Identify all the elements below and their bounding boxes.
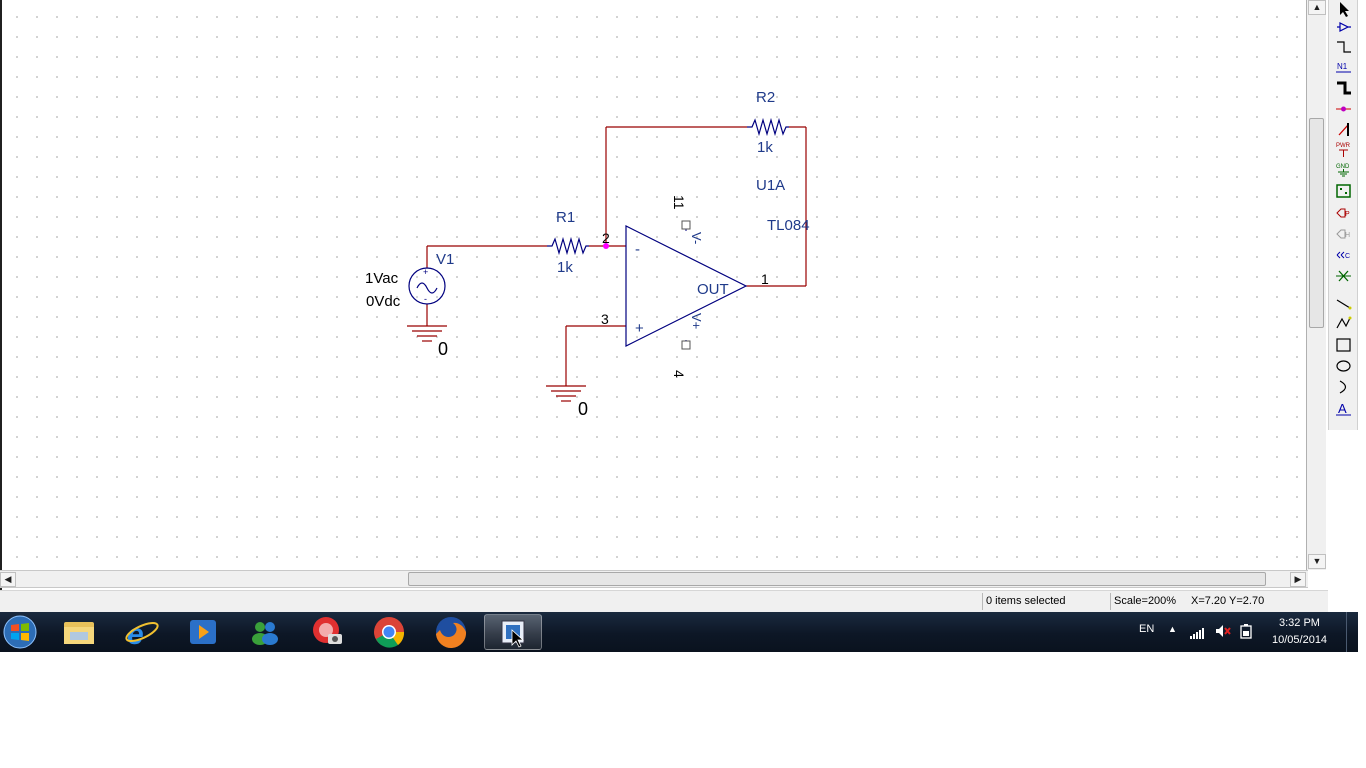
show-desktop-button[interactable] [1346, 612, 1358, 652]
schematic-canvas[interactable]: + - R2 1k R1 1k U1A TL084 OUT - + V- V+ … [0, 0, 1306, 568]
u1-model-label[interactable]: TL084 [767, 217, 810, 234]
battery-icon[interactable] [1239, 623, 1253, 644]
pin-4-label: 4 [671, 370, 687, 378]
horizontal-scroll-thumb[interactable] [408, 572, 1266, 586]
firefox-icon[interactable] [422, 614, 480, 650]
u1-noninv-sign: + [635, 320, 644, 337]
opamp-vneg-pin-box[interactable] [681, 220, 691, 230]
resistor-r1-symbol[interactable] [547, 236, 589, 256]
u1-out-label: OUT [697, 281, 729, 298]
place-line-icon[interactable] [1333, 294, 1354, 312]
svg-text:N1: N1 [1337, 62, 1348, 71]
place-wire-icon[interactable] [1333, 38, 1354, 56]
vertical-scroll-thumb[interactable] [1309, 118, 1324, 328]
file-explorer-icon[interactable] [50, 614, 108, 650]
svg-text:PWR: PWR [1336, 143, 1351, 149]
place-arc-icon[interactable] [1333, 378, 1354, 396]
power-icon[interactable]: PWR [1333, 140, 1354, 158]
language-indicator[interactable]: EN [1139, 623, 1155, 635]
r2-value-label[interactable]: 1k [757, 139, 773, 156]
ground-symbol-opamp[interactable] [546, 385, 586, 402]
svg-text:P: P [1345, 211, 1350, 218]
scroll-up-arrow-icon[interactable]: ▲ [1308, 0, 1326, 15]
u1-vneg-label: V- [689, 232, 704, 244]
canvas-border [0, 0, 2, 590]
internet-explorer-icon[interactable]: e [112, 614, 170, 651]
pin-1-label: 1 [761, 271, 769, 287]
ground-icon[interactable]: GND [1333, 161, 1354, 179]
select-pointer-icon[interactable] [1333, 0, 1354, 18]
r1-value-label[interactable]: 1k [557, 259, 573, 276]
volume-muted-icon[interactable] [1215, 624, 1231, 643]
hierarchical-port-icon[interactable]: P [1333, 204, 1354, 222]
svg-text:GND: GND [1336, 164, 1350, 170]
orcad-capture-icon[interactable] [484, 614, 542, 650]
pin-2-label: 2 [602, 230, 610, 246]
u1-vpos-label: V+ [689, 313, 704, 329]
pin-3-label: 3 [601, 311, 609, 327]
pin-11-label: 11 [671, 195, 687, 210]
svg-text:C: C [1345, 253, 1350, 260]
junction-icon[interactable] [1333, 100, 1354, 118]
place-ellipse-icon[interactable] [1333, 357, 1354, 375]
svg-text:H: H [1345, 232, 1350, 239]
show-hidden-icons-icon[interactable]: ▲ [1168, 624, 1177, 634]
junction-dot[interactable] [603, 243, 609, 249]
no-connect-icon[interactable] [1333, 267, 1354, 285]
scroll-right-arrow-icon[interactable]: ▶ [1290, 572, 1306, 587]
hierarchical-pin-icon[interactable]: H [1333, 225, 1354, 243]
u1-inv-sign: - [635, 241, 640, 258]
ground-label-v1: 0 [438, 339, 448, 359]
media-player-icon[interactable] [174, 614, 232, 650]
place-polyline-icon[interactable] [1333, 314, 1354, 332]
chrome-icon[interactable] [360, 614, 418, 650]
off-page-connector-icon[interactable]: C [1333, 246, 1354, 264]
u1-name-label[interactable]: U1A [756, 177, 785, 194]
r2-name-label[interactable]: R2 [756, 89, 775, 106]
vertical-scrollbar[interactable]: ▲ ▼ [1306, 0, 1326, 570]
messenger-icon[interactable] [236, 614, 294, 650]
bus-entry-icon[interactable] [1333, 120, 1354, 138]
hierarchical-block-icon[interactable] [1333, 182, 1354, 200]
opamp-vpos-pin-box[interactable] [681, 340, 691, 350]
camera-app-icon[interactable] [298, 614, 356, 650]
resistor-r2-symbol[interactable] [747, 117, 789, 137]
svg-text:A: A [1338, 401, 1347, 416]
schematic-drawing[interactable]: + - R2 1k R1 1k U1A TL084 OUT - + V- V+ … [0, 0, 1306, 568]
place-text-icon[interactable]: A [1333, 399, 1354, 417]
v1-ac-label[interactable]: 1Vac [365, 270, 399, 287]
place-bus-icon[interactable] [1333, 79, 1354, 97]
clock-time[interactable]: 3:32 PM [1279, 617, 1320, 629]
selection-status: 0 items selected [982, 593, 1110, 610]
network-signal-icon[interactable] [1190, 626, 1204, 644]
source-minus-sign: - [424, 294, 427, 304]
place-rectangle-icon[interactable] [1333, 336, 1354, 354]
r1-name-label[interactable]: R1 [556, 209, 575, 226]
horizontal-scrollbar[interactable]: ◀ ▶ [0, 570, 1308, 588]
v1-name-label[interactable]: V1 [436, 251, 454, 268]
place-part-icon[interactable] [1333, 18, 1354, 36]
source-plus-sign: + [423, 267, 428, 277]
sine-icon [416, 282, 438, 294]
scale-status: Scale=200% [1110, 593, 1188, 610]
scroll-down-arrow-icon[interactable]: ▼ [1308, 554, 1326, 569]
net-alias-icon[interactable]: N1 [1333, 58, 1354, 76]
windows-start-icon[interactable] [0, 614, 44, 650]
coordinate-status: X=7.20 Y=2.70 [1191, 595, 1265, 607]
scroll-left-arrow-icon[interactable]: ◀ [0, 572, 16, 587]
v1-dc-label[interactable]: 0Vdc [366, 293, 401, 310]
clock-date[interactable]: 10/05/2014 [1272, 634, 1328, 646]
tool-palette: N1 PWR GND P H C A [1328, 0, 1358, 430]
status-bar: 0 items selected Scale=200% X=7.20 Y=2.7… [0, 590, 1328, 612]
voltage-source-v1-symbol[interactable] [408, 267, 446, 305]
ground-symbol-v1[interactable] [407, 325, 447, 342]
ground-label-opamp: 0 [578, 399, 588, 419]
opamp-u1a-symbol[interactable] [625, 225, 748, 347]
taskbar: e EN ▲ 3:32 PM 10/05/2014 [0, 612, 1358, 652]
